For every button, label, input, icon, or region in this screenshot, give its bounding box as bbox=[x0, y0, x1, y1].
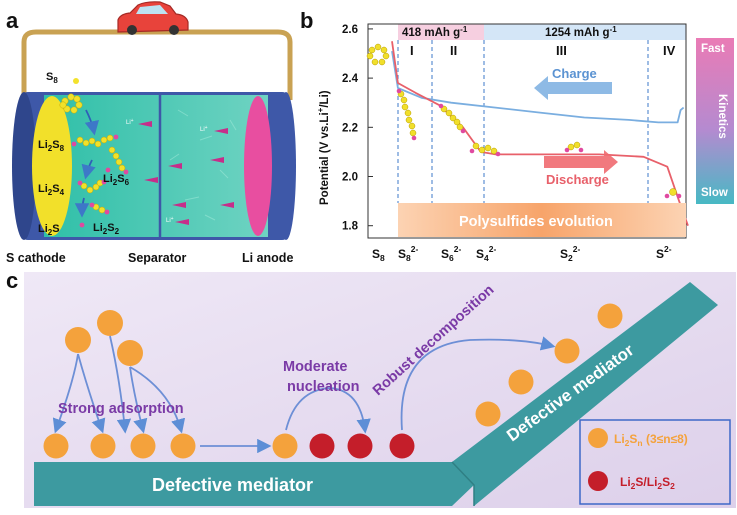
li-ion-label: Li+ bbox=[166, 216, 174, 224]
species-label: S82- bbox=[398, 244, 418, 263]
legend-li2s-label: Li2S/Li2S2 bbox=[620, 475, 675, 491]
y-tick-label: 2.6 bbox=[342, 24, 358, 36]
discharge-arrow bbox=[544, 150, 618, 174]
circuit-wire bbox=[21, 29, 293, 105]
charge-label: Charge bbox=[552, 66, 597, 81]
species-axis: S8 S82- S62- S42- S22- S2- bbox=[372, 244, 672, 263]
li2s-spheres bbox=[309, 433, 415, 459]
species-label: S42- bbox=[476, 244, 496, 263]
panel-a-letter: a bbox=[6, 8, 19, 33]
charge-curve bbox=[391, 50, 685, 124]
capacity-band-right bbox=[484, 24, 686, 40]
kinetics-bar bbox=[696, 38, 734, 204]
li-ion-label: Li+ bbox=[200, 125, 208, 133]
legend-li2sn-label: Li2Sn (3≤n≤8) bbox=[614, 432, 688, 448]
defective-mediator-flat bbox=[34, 462, 474, 506]
region-label: I bbox=[410, 43, 414, 58]
car-icon bbox=[117, 1, 189, 35]
region-separators bbox=[397, 40, 649, 203]
species-label: S22- bbox=[560, 244, 580, 263]
label-s8: S8 bbox=[46, 71, 58, 85]
polysulfide-chain-icon bbox=[397, 90, 677, 196]
kinetics-label: Kinetics bbox=[716, 94, 728, 139]
kinetics-fast: Fast bbox=[701, 43, 725, 55]
y-tick-label: 1.8 bbox=[342, 221, 359, 233]
region-label: II bbox=[450, 43, 457, 58]
electrolyte bbox=[44, 95, 268, 237]
y-axis-label: Potential (V vs.Li+/Li) bbox=[316, 90, 331, 205]
legend: Li2Sn (3≤n≤8) Li2S/Li2S2 bbox=[579, 419, 731, 505]
y-axis: 2.6 2.4 2.2 2.0 1.8 bbox=[342, 24, 373, 233]
polysulfides-evolution-label: Polysulfides evolution bbox=[459, 214, 613, 230]
discharge-label: Discharge bbox=[546, 172, 609, 187]
label-li2s6: Li2S6 bbox=[103, 173, 130, 187]
charge-arrow bbox=[534, 76, 612, 100]
region-label: III bbox=[556, 43, 567, 58]
battery-cell bbox=[12, 92, 296, 240]
lithium-atom-icon bbox=[396, 88, 682, 199]
species-label: S8 bbox=[372, 247, 385, 263]
panel-b-letter: b bbox=[300, 8, 313, 33]
lithium-ions bbox=[138, 121, 234, 225]
label-li2s: Li2S bbox=[38, 223, 60, 237]
curves bbox=[391, 41, 689, 227]
label-separator: Separator bbox=[128, 251, 186, 265]
label-li-anode: Li anode bbox=[242, 251, 293, 265]
species-label: S62- bbox=[441, 244, 461, 263]
plot-frame bbox=[367, 23, 687, 239]
y-tick-label: 2.2 bbox=[342, 122, 358, 134]
y-tick-label: 2.0 bbox=[342, 172, 358, 184]
discharge-curve bbox=[391, 41, 689, 227]
panel-b: b 418 mAh g-1 1254 mAh g-1 I II III IV 2… bbox=[300, 8, 734, 263]
label-li2s2: Li2S2 bbox=[93, 222, 120, 236]
kinetics-slow: Slow bbox=[701, 187, 728, 199]
polysulfide-molecules bbox=[59, 78, 129, 228]
flow-arrows bbox=[52, 335, 556, 454]
mediator-flat-label: Defective mediator bbox=[152, 475, 313, 495]
polysulfides-evolution-bar bbox=[398, 203, 686, 237]
capacity-label-left: 418 mAh g-1 bbox=[402, 25, 468, 39]
capacity-label-right: 1254 mAh g-1 bbox=[545, 25, 617, 39]
panel-c-letter: c bbox=[6, 268, 18, 293]
region-label: IV bbox=[663, 43, 676, 58]
species-label: S2- bbox=[656, 244, 672, 261]
li2sn-spheres bbox=[43, 303, 623, 459]
s8-ring-icon bbox=[366, 43, 390, 66]
capacity-band-left bbox=[398, 24, 484, 40]
y-tick-label: 2.4 bbox=[342, 73, 359, 85]
label-li2s4: Li2S4 bbox=[38, 183, 65, 197]
nucleation-label: nucleation bbox=[287, 379, 360, 395]
label-li2s8: Li2S8 bbox=[38, 139, 65, 153]
label-s-cathode: S cathode bbox=[6, 251, 66, 265]
lithium-anode bbox=[244, 96, 272, 236]
moderate-label: Moderate bbox=[283, 359, 347, 375]
legend-li2sn-swatch bbox=[588, 428, 608, 448]
defective-mediator-ramp bbox=[452, 282, 718, 506]
legend-li2s-swatch bbox=[588, 471, 608, 491]
strong-adsorption-label: Strong adsorption bbox=[58, 401, 184, 417]
sulfur-cathode bbox=[32, 96, 72, 236]
li-ion-label: Li+ bbox=[126, 118, 134, 126]
panel-a: a bbox=[6, 1, 296, 265]
panel-c: c Defective mediator Defective mediator bbox=[6, 268, 736, 508]
